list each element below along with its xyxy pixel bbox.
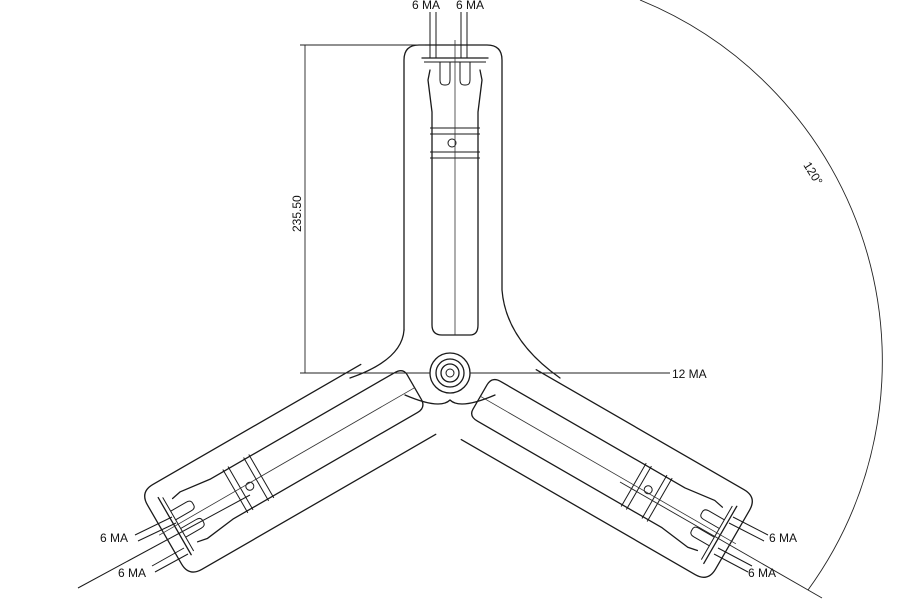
- label-mount-right-top: 6 MA: [456, 0, 484, 12]
- lower-right-leaders: [713, 516, 769, 573]
- label-mount-left-lower-1: 6 MA: [100, 531, 128, 545]
- label-mount-right-lower-2: 6 MA: [748, 566, 776, 580]
- lower-web: [404, 394, 496, 405]
- lower-left-leaders: [77, 494, 251, 589]
- angle-arc: [639, 0, 883, 591]
- height-dimension: [300, 44, 430, 374]
- arm-lower-left: [141, 358, 437, 573]
- angle-leg: [619, 481, 823, 599]
- arm-top: [421, 39, 489, 336]
- label-center-bolt: 12 MA: [672, 367, 707, 381]
- label-mount-right-lower-1: 6 MA: [769, 531, 797, 545]
- center-hub: [429, 352, 471, 394]
- label-angle: 120°: [800, 159, 825, 188]
- spider-outline: [349, 44, 561, 379]
- top-mount-leaders: [429, 12, 468, 58]
- label-mount-left-lower-2: 6 MA: [118, 566, 146, 580]
- label-height-dimension: 235.50: [290, 195, 304, 232]
- arm-lower-right: [460, 367, 754, 578]
- label-mount-left-top: 6 MA: [412, 0, 440, 12]
